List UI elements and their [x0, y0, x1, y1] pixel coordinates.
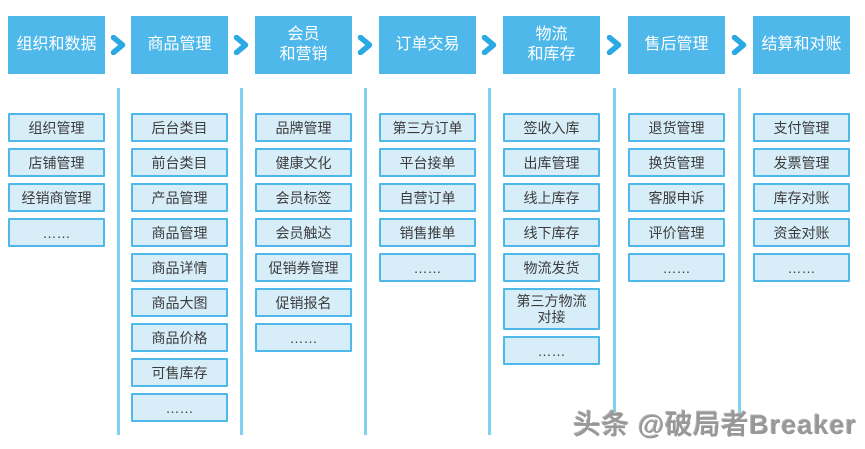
stage-item: 促销报名 — [255, 288, 352, 317]
stage-item: 自营订单 — [379, 183, 476, 212]
stage-item: 可售库存 — [131, 358, 228, 387]
stage-item: 后台类目 — [131, 113, 228, 142]
stage-item: 客服申诉 — [628, 183, 725, 212]
stage-item: 第三方订单 — [379, 113, 476, 142]
stage-items: 组织管理 店铺管理 经销商管理 …… — [8, 113, 105, 247]
stage-item: 出库管理 — [503, 148, 600, 177]
stage-item: 库存对账 — [753, 183, 850, 212]
stage-item: …… — [255, 323, 352, 352]
stage-item: 销售推单 — [379, 218, 476, 247]
stage-items: 第三方订单 平台接单 自营订单 销售推单 …… — [379, 113, 476, 282]
stage-item: 健康文化 — [255, 148, 352, 177]
stage-header: 会员 和营销 — [255, 16, 352, 74]
column-divider — [364, 88, 367, 435]
stage-header: 售后管理 — [628, 16, 725, 74]
watermark: 头条 @破局者Breaker — [573, 410, 857, 440]
stage-item: 商品详情 — [131, 253, 228, 282]
stage-items: 签收入库 出库管理 线上库存 线下库存 物流发货 第三方物流 对接 …… — [503, 113, 600, 365]
stage-item: 商品价格 — [131, 323, 228, 352]
stage-item: 线上库存 — [503, 183, 600, 212]
flow-column-1: 组织和数据 组织管理 店铺管理 经销商管理 …… — [8, 16, 105, 247]
stage-item: …… — [8, 218, 105, 247]
chevron-right-icon — [605, 35, 623, 55]
chevron-right-icon — [481, 35, 499, 55]
stage-item: 促销券管理 — [255, 253, 352, 282]
stage-item: 评价管理 — [628, 218, 725, 247]
stage-item: …… — [503, 336, 600, 365]
stage-header: 组织和数据 — [8, 16, 105, 74]
column-divider — [488, 88, 491, 435]
stage-item: …… — [379, 253, 476, 282]
column-divider — [737, 88, 741, 435]
stage-item: 商品大图 — [131, 288, 228, 317]
stage-item: 经销商管理 — [8, 183, 105, 212]
stage-item: 平台接单 — [379, 148, 476, 177]
flow-column-6: 售后管理 退货管理 换货管理 客服申诉 评价管理 …… — [628, 16, 725, 282]
stage-item: 发票管理 — [753, 148, 850, 177]
stage-header: 订单交易 — [379, 16, 476, 74]
stage-item: …… — [753, 253, 850, 282]
stage-items: 退货管理 换货管理 客服申诉 评价管理 …… — [628, 113, 725, 282]
stage-item: 线下库存 — [503, 218, 600, 247]
chevron-right-icon — [357, 35, 375, 55]
stage-header: 结算和对账 — [753, 16, 850, 74]
stage-item: 签收入库 — [503, 113, 600, 142]
stage-item: 会员标签 — [255, 183, 352, 212]
column-divider — [612, 88, 616, 435]
stage-item: …… — [131, 393, 228, 422]
stage-item: 品牌管理 — [255, 113, 352, 142]
stage-item: 组织管理 — [8, 113, 105, 142]
stage-item: 退货管理 — [628, 113, 725, 142]
flow-column-5: 物流 和库存 签收入库 出库管理 线上库存 线下库存 物流发货 第三方物流 对接… — [503, 16, 600, 365]
column-divider — [116, 88, 120, 435]
stage-header: 商品管理 — [131, 16, 228, 74]
stage-item: …… — [628, 253, 725, 282]
stage-item: 物流发货 — [503, 253, 600, 282]
stage-item: 产品管理 — [131, 183, 228, 212]
stage-items: 支付管理 发票管理 库存对账 资金对账 …… — [753, 113, 850, 282]
chevron-right-icon — [730, 35, 748, 55]
stage-items: 后台类目 前台类目 产品管理 商品管理 商品详情 商品大图 商品价格 可售库存 … — [131, 113, 228, 422]
chevron-right-icon — [109, 35, 127, 55]
flow-column-3: 会员 和营销 品牌管理 健康文化 会员标签 会员触达 促销券管理 促销报名 …… — [255, 16, 352, 352]
flow-column-2: 商品管理 后台类目 前台类目 产品管理 商品管理 商品详情 商品大图 商品价格 … — [131, 16, 228, 422]
flow-column-4: 订单交易 第三方订单 平台接单 自营订单 销售推单 …… — [379, 16, 476, 282]
stage-header: 物流 和库存 — [503, 16, 600, 74]
stage-item: 前台类目 — [131, 148, 228, 177]
stage-item: 第三方物流 对接 — [503, 288, 600, 330]
stage-item: 支付管理 — [753, 113, 850, 142]
stage-item: 资金对账 — [753, 218, 850, 247]
stage-item: 商品管理 — [131, 218, 228, 247]
stage-item: 换货管理 — [628, 148, 725, 177]
column-divider — [240, 88, 243, 435]
flow-column-7: 结算和对账 支付管理 发票管理 库存对账 资金对账 …… — [753, 16, 850, 282]
stage-item: 店铺管理 — [8, 148, 105, 177]
stage-items: 品牌管理 健康文化 会员标签 会员触达 促销券管理 促销报名 …… — [255, 113, 352, 352]
stage-item: 会员触达 — [255, 218, 352, 247]
chevron-right-icon — [233, 35, 251, 55]
